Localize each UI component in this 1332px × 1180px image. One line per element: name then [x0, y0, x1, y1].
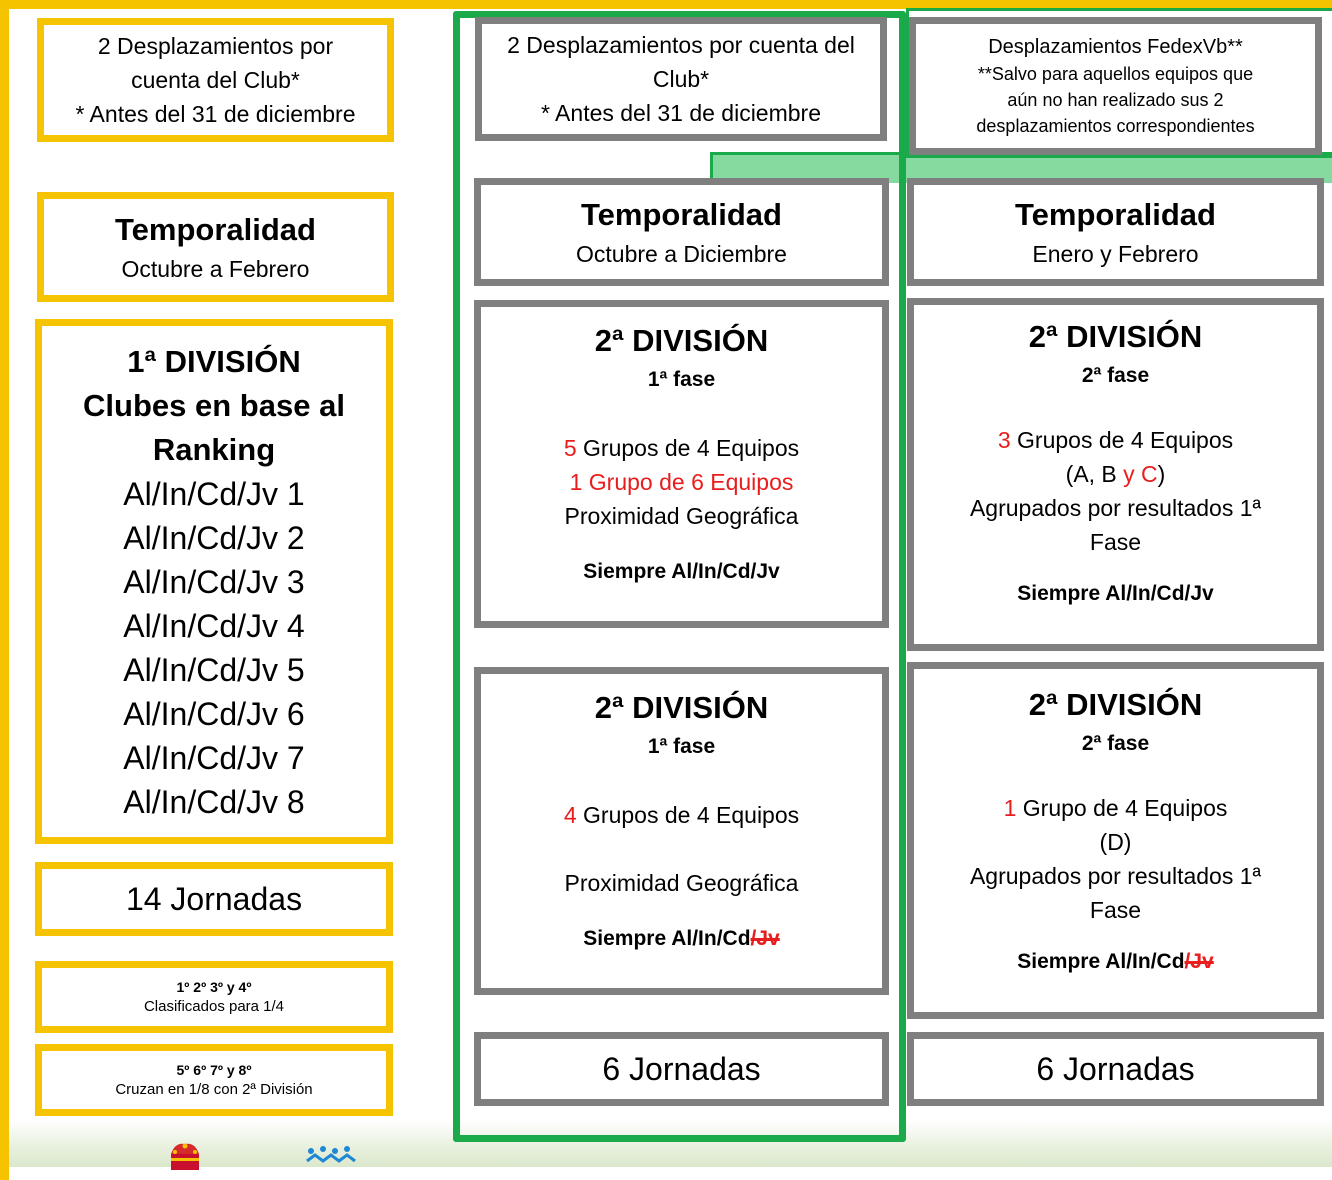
footer-band: [0, 1120, 1332, 1167]
col2-temporalidad-box: Temporalidad Octubre a Diciembre: [474, 178, 889, 286]
green-tab-outline: [906, 8, 1332, 158]
ranking-item: Al/In/Cd/Jv 4: [123, 607, 305, 644]
col3-box2-letter: (D): [1099, 829, 1132, 855]
col2-travel-line2: Club*: [652, 66, 710, 92]
col3-division-box-1: 2ª DIVISIÓN 2ª fase 3 Grupos de 4 Equipo…: [907, 298, 1324, 651]
col2-box2-groups: 4 Grupos de 4 Equipos: [564, 798, 799, 832]
col2-box2-title: 2ª DIVISIÓN: [594, 690, 769, 725]
qual2-title: 5º 6º 7º y 8º: [176, 1062, 252, 1078]
col1-qualify-box-1: 1º 2º 3º y 4º Clasificados para 1/4: [35, 961, 393, 1033]
col3-temp-value: Enero y Febrero: [1032, 241, 1199, 267]
ranking-item: Al/In/Cd/Jv 1: [123, 475, 305, 512]
col3-box1-num: 3: [997, 427, 1011, 453]
col2-box2-always-text: Siempre Al/In/Cd: [583, 927, 751, 950]
col2-jornadas-box: 6 Jornadas: [474, 1032, 889, 1106]
col3-box1-phase: 2ª fase: [1081, 364, 1150, 387]
federation-logo: [306, 1146, 356, 1163]
col2-box1-title: 2ª DIVISIÓN: [594, 323, 769, 358]
col2-division-box-2: 2ª DIVISIÓN 1ª fase 4 Grupos de 4 Equipo…: [474, 667, 889, 995]
ranking-item: Al/In/Cd/Jv 8: [123, 783, 305, 820]
qual1-text: Clasificados para 1/4: [143, 998, 285, 1015]
col3-box1-grouped1: Agrupados por resultados 1ª: [969, 495, 1262, 521]
col1-travel-box: 2 Desplazamientos por cuenta del Club* *…: [37, 18, 394, 142]
col3-temp-title: Temporalidad: [1015, 197, 1216, 232]
col3-division-box-2: 2ª DIVISIÓN 2ª fase 1 Grupo de 4 Equipos…: [907, 662, 1324, 1019]
col3-box2-groups: 1 Grupo de 4 Equipos: [1004, 791, 1228, 825]
col2-temp-value: Octubre a Diciembre: [576, 241, 787, 267]
col1-div-line2: Clubes en base al: [83, 387, 345, 423]
col3-jornadas: 6 Jornadas: [1036, 1051, 1195, 1087]
col2-box1-num: 5: [563, 435, 577, 461]
col2-box2-groups-text: Grupos de 4 Equipos: [576, 802, 800, 828]
col3-box2-num: 1: [1003, 795, 1017, 821]
col3-box2-grouped1: Agrupados por resultados 1ª: [969, 863, 1262, 889]
ranking-item: Al/In/Cd/Jv 3: [123, 563, 305, 600]
col3-box1-title: 2ª DIVISIÓN: [1028, 319, 1203, 354]
col2-temp-title: Temporalidad: [581, 197, 782, 232]
col1-travel-line2: cuenta del Club*: [131, 67, 300, 93]
col3-box2-grouped2: Fase: [1089, 897, 1142, 923]
col1-temporalidad-box: Temporalidad Octubre a Febrero: [37, 192, 394, 302]
col2-box2-num: 4: [563, 802, 577, 828]
col3-travel-note1: **Salvo para aquellos equipos que: [977, 64, 1254, 84]
col3-travel-box: Desplazamientos FedexVb** **Salvo para a…: [909, 17, 1322, 155]
col1-jornadas-box: 14 Jornadas: [35, 862, 393, 936]
ranking-item: Al/In/Cd/Jv 5: [123, 651, 305, 688]
col1-temp-value: Octubre a Febrero: [121, 256, 310, 282]
col2-travel-line3: * Antes del 31 de diciembre: [540, 100, 821, 126]
col3-box1-letters-c: ): [1157, 461, 1166, 487]
qual1-title: 1º 2º 3º y 4º: [176, 979, 252, 995]
col3-box1-groups: 3 Grupos de 4 Equipos: [998, 423, 1233, 457]
col2-box1-always: Siempre Al/In/Cd/Jv: [583, 560, 780, 583]
col2-box1-groups: 5 Grupos de 4 Equipos: [564, 431, 799, 465]
col2-box1-extra: 1 Grupo de 6 Equipos: [569, 469, 794, 495]
col3-box2-title: 2ª DIVISIÓN: [1028, 687, 1203, 722]
col3-box1-groups-text: Grupos de 4 Equipos: [1010, 427, 1234, 453]
col2-box1-proximity: Proximidad Geográfica: [564, 503, 799, 529]
col1-qualify-box-2: 5º 6º 7º y 8º Cruzan en 1/8 con 2ª Divis…: [35, 1044, 393, 1116]
col3-box2-phase: 2ª fase: [1081, 732, 1150, 755]
col3-box1-letters-b: y C: [1123, 461, 1158, 487]
ranking-item: Al/In/Cd/Jv 2: [123, 519, 305, 556]
col2-box2-struck: /Jv: [750, 927, 780, 950]
col1-temp-title: Temporalidad: [115, 212, 316, 247]
col3-temporalidad-box: Temporalidad Enero y Febrero: [907, 178, 1324, 286]
ranking-item: Al/In/Cd/Jv 7: [123, 739, 305, 776]
green-frame: [453, 11, 906, 1142]
ranking-item: Al/In/Cd/Jv 6: [123, 695, 305, 732]
col3-box1-always: Siempre Al/In/Cd/Jv: [1017, 582, 1214, 605]
col3-travel-note2: aún no han realizado sus 2: [1007, 90, 1224, 110]
col2-box1-phase: 1ª fase: [647, 368, 716, 391]
col3-travel-note3: desplazamientos correspondientes: [976, 116, 1255, 136]
col1-div-line1: 1ª DIVISIÓN: [127, 343, 301, 379]
col3-jornadas-box: 6 Jornadas: [907, 1032, 1324, 1106]
col3-box2-groups-text: Grupo de 4 Equipos: [1016, 795, 1228, 821]
col1-jornadas: 14 Jornadas: [125, 881, 303, 917]
qual2-text: Cruzan en 1/8 con 2ª División: [115, 1081, 313, 1098]
col3-box1-letters: (A, B y C): [1066, 457, 1166, 491]
col2-box1-groups-text: Grupos de 4 Equipos: [576, 435, 800, 461]
col3-box2-always: Siempre Al/In/Cd/Jv: [1017, 945, 1213, 979]
col2-jornadas: 6 Jornadas: [602, 1051, 761, 1087]
col2-division-box-1: 2ª DIVISIÓN 1ª fase 5 Grupos de 4 Equipo…: [474, 300, 889, 628]
col2-box2-proximity: Proximidad Geográfica: [564, 870, 799, 896]
col2-travel-line1: 2 Desplazamientos por cuenta del: [507, 32, 855, 58]
col3-box1-grouped2: Fase: [1089, 529, 1142, 555]
col2-travel-box: 2 Desplazamientos por cuenta del Club* *…: [475, 17, 887, 141]
col1-travel-line1: 2 Desplazamientos por: [97, 33, 334, 59]
crown-logo: [171, 1143, 199, 1170]
col3-box2-struck: /Jv: [1184, 950, 1214, 973]
col1-travel-line3: * Antes del 31 de diciembre: [75, 101, 356, 127]
col3-box1-letters-a: (A, B: [1065, 461, 1124, 487]
col3-box2-always-text: Siempre Al/In/Cd: [1017, 950, 1185, 973]
col2-box2-always: Siempre Al/In/Cd/Jv: [583, 922, 779, 956]
col1-division-box: 1ª DIVISIÓN Clubes en base al Ranking Al…: [35, 319, 393, 844]
col1-div-line3: Ranking: [152, 431, 276, 467]
col3-travel-title: Desplazamientos FedexVb**: [988, 36, 1243, 58]
col2-box2-phase: 1ª fase: [647, 735, 716, 758]
